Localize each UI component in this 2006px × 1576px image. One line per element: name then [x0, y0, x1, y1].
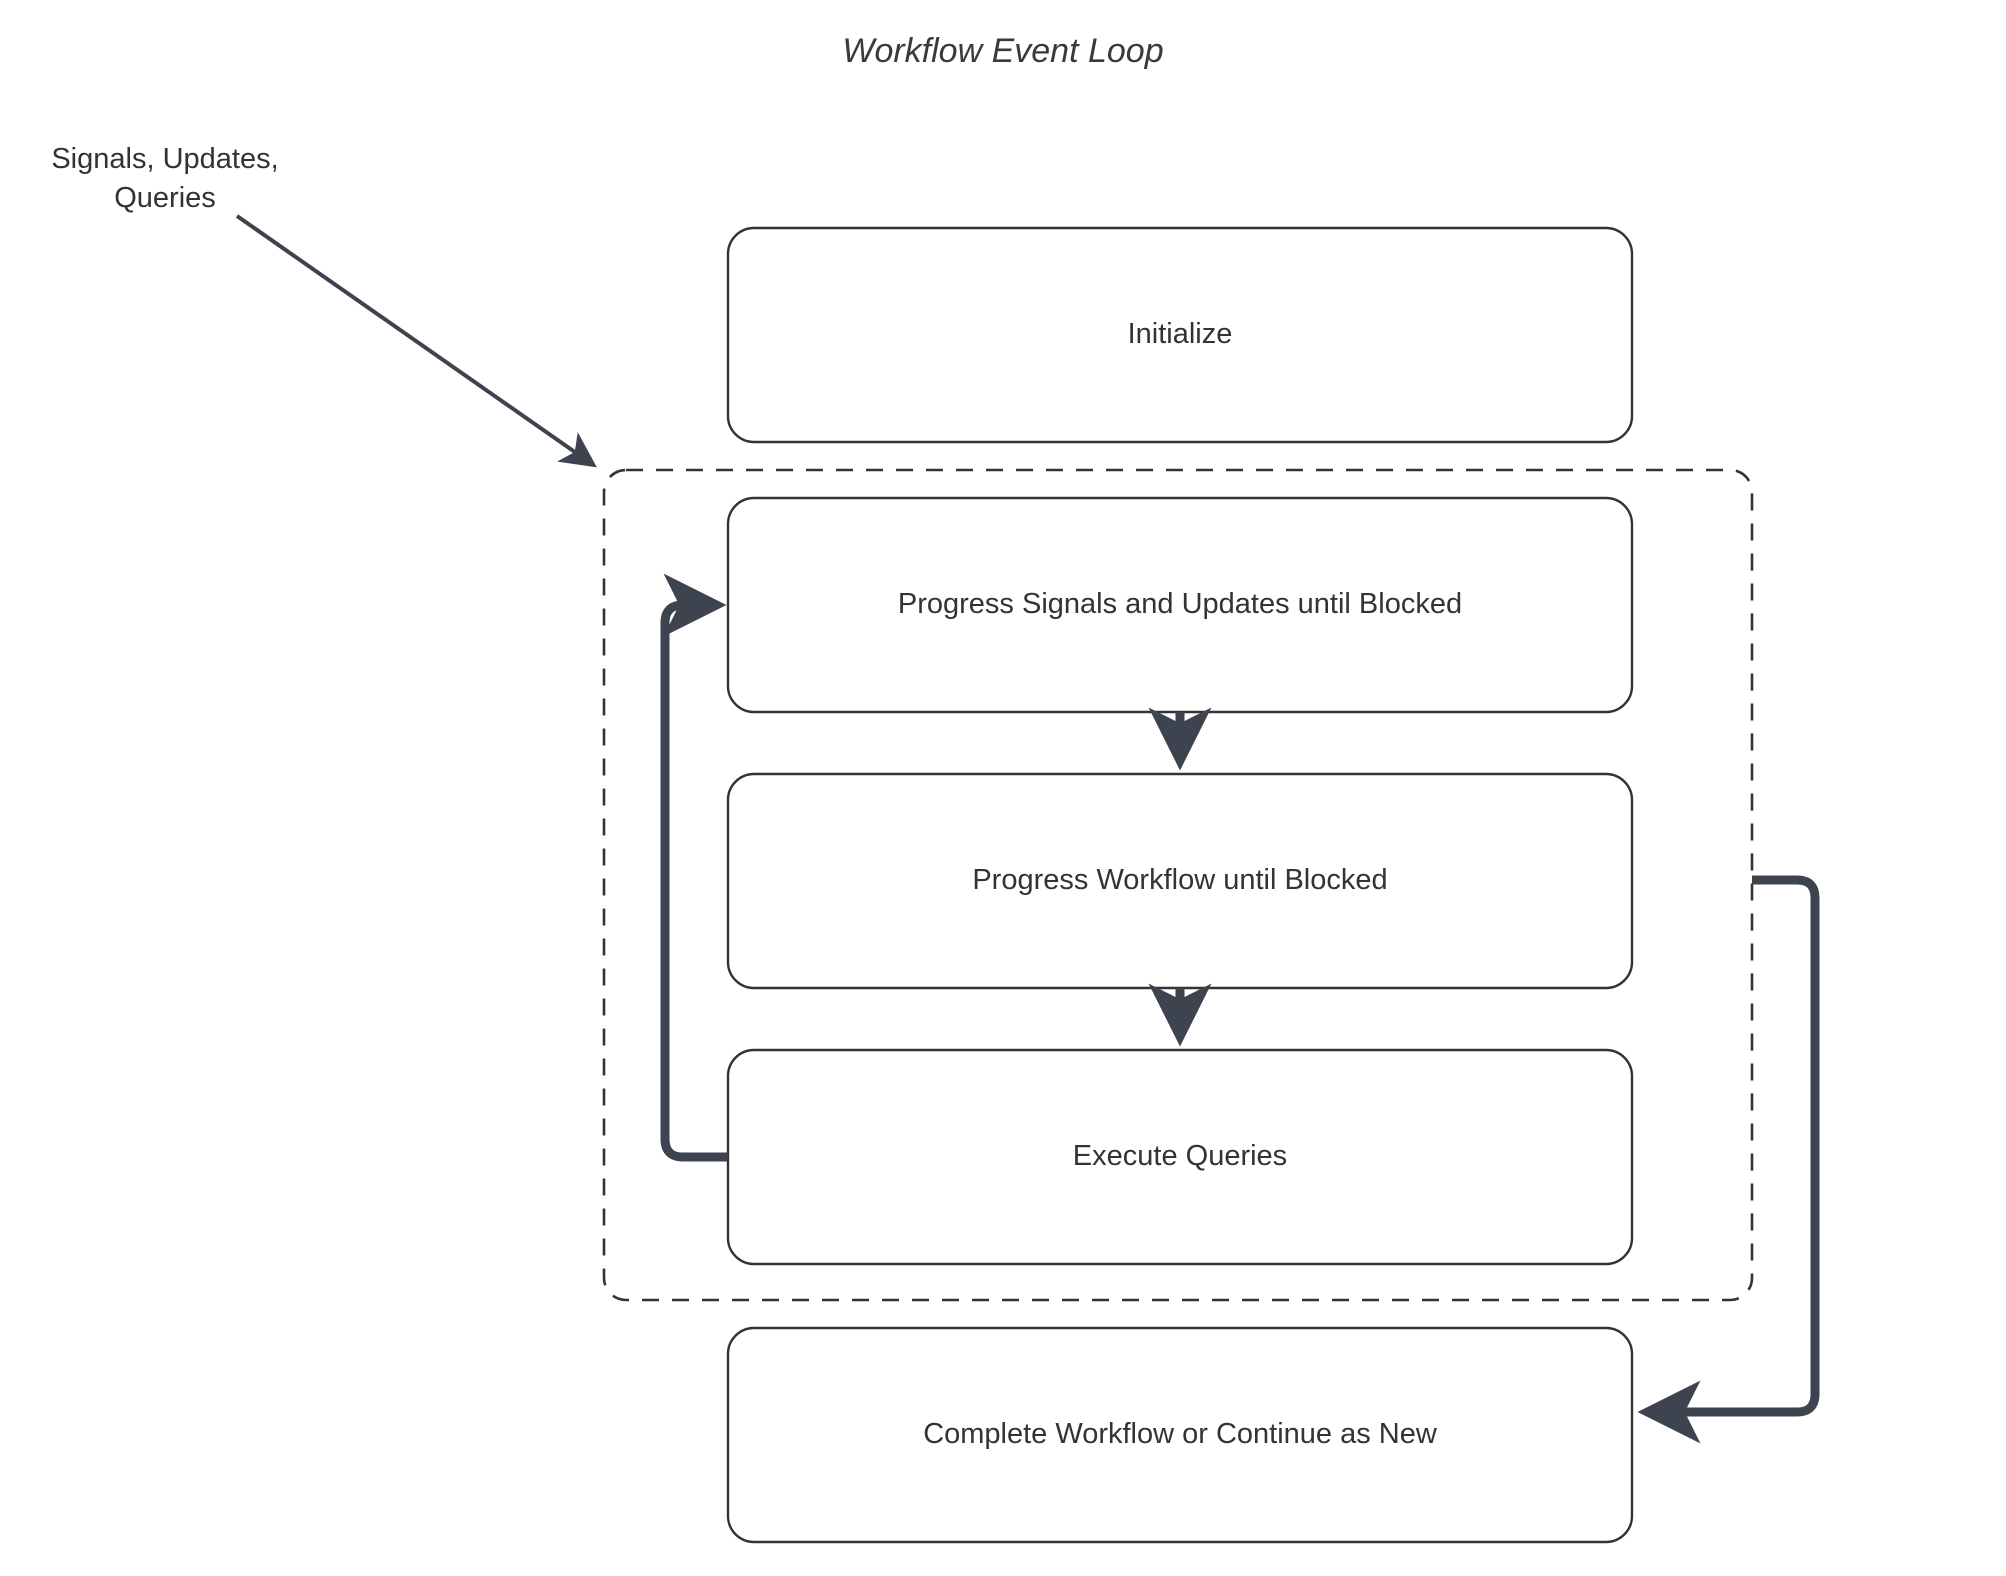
edge-loop-to-complete-workflow	[1637, 875, 1820, 1444]
node-initialize[interactable]	[726, 226, 1634, 444]
node-progress-signals[interactable]	[726, 496, 1634, 714]
page-title: Workflow Event Loop	[842, 32, 1164, 70]
node-complete-workflow[interactable]	[726, 1326, 1634, 1544]
external-input-label: Signals, Updates, Queries	[51, 143, 279, 215]
event-loop-container	[602, 468, 1754, 1302]
node-progress-workflow[interactable]	[726, 772, 1634, 990]
edge-queries-to-signals-loopback	[660, 573, 728, 1162]
node-execute-queries[interactable]	[726, 1048, 1634, 1266]
edge-external-input-to-loop	[235, 214, 597, 468]
